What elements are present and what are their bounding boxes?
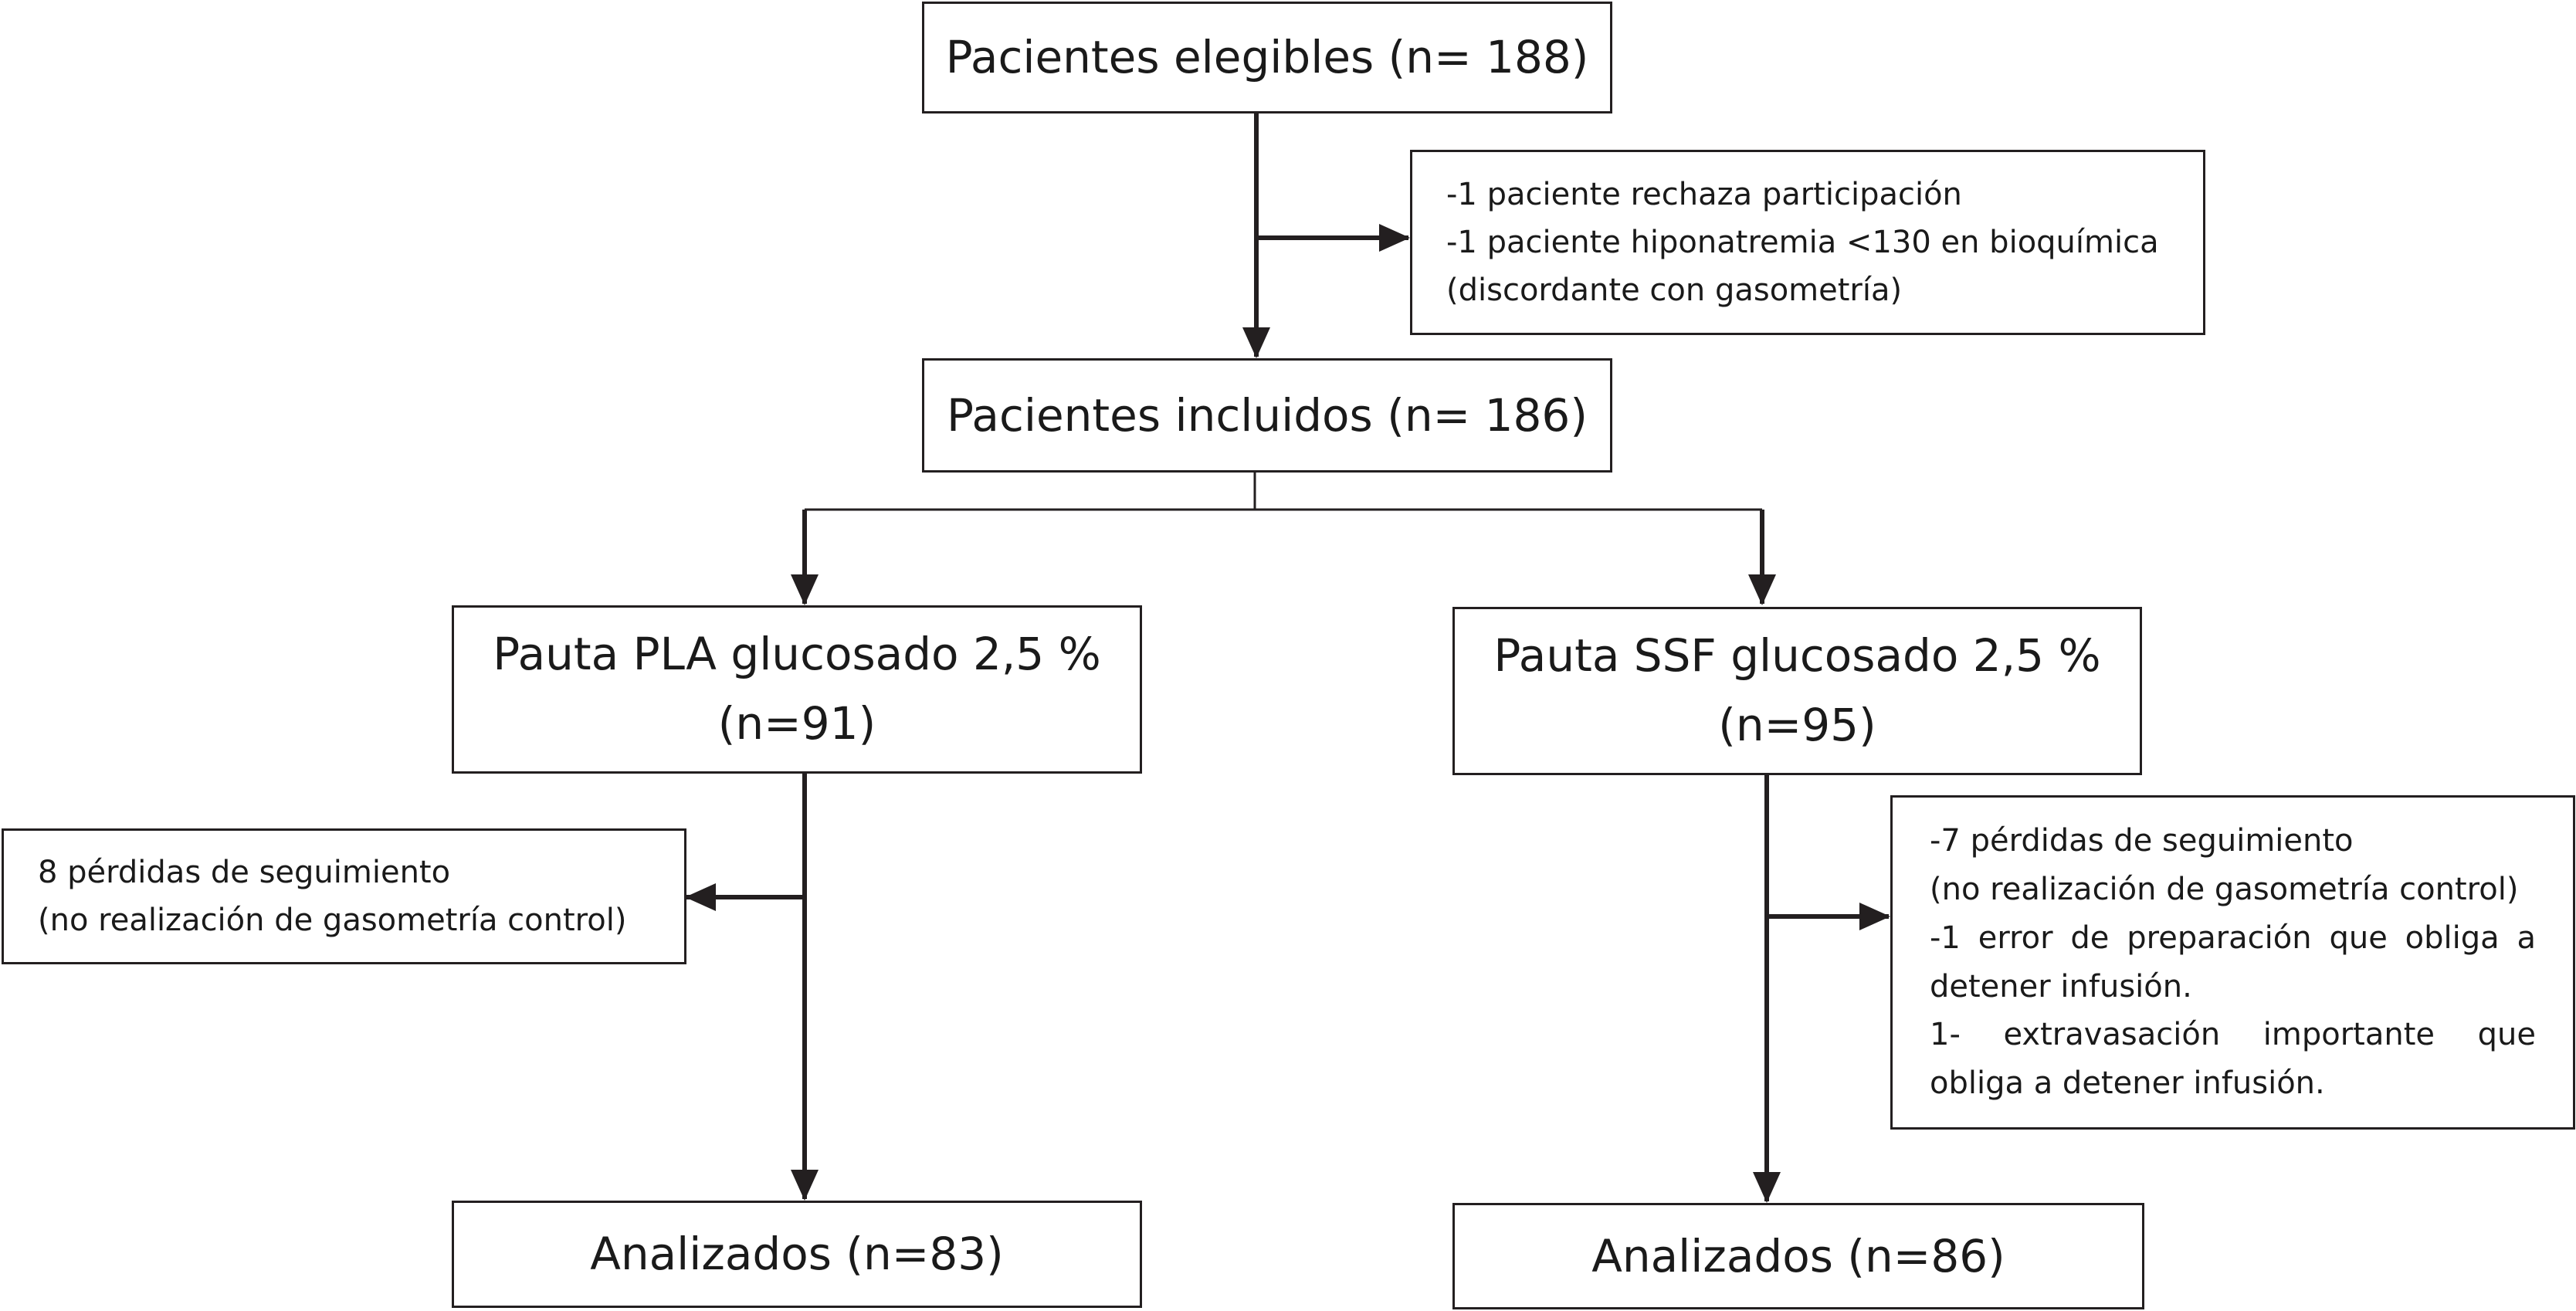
arm-ssf-line-2: (n=95) [1718, 699, 1876, 751]
included-box: Pacientes incluidos (n= 186) [922, 358, 1612, 473]
analyzed-ssf-label: Analizados (n=86) [1591, 1229, 2005, 1282]
arm-ssf-box: Pauta SSF glucosado 2,5 % (n=95) [1452, 607, 2142, 775]
eligible-label: Pacientes elegibles (n= 188) [945, 31, 1589, 83]
analyzed-ssf-box: Analizados (n=86) [1452, 1203, 2144, 1309]
exclusion-line-1: -1 paciente rechaza participación [1446, 177, 1962, 212]
loss-ssf-line-2: (no realización de gasometría control) [1930, 871, 2519, 907]
arm-pla-box: Pauta PLA glucosado 2,5 % (n=91) [452, 605, 1142, 774]
loss-ssf-line-4: detener infusión. [1930, 968, 2192, 1004]
loss-pla-box: 8 pérdidas de seguimiento (no realizació… [2, 828, 686, 964]
analyzed-pla-box: Analizados (n=83) [452, 1201, 1142, 1308]
arm-pla-line-1: Pauta PLA glucosado 2,5 % [493, 628, 1101, 681]
loss-ssf-line-3: -1 error de preparación que obliga a [1930, 920, 2536, 956]
exclusion-line-3: (discordante con gasometría) [1446, 273, 1903, 308]
loss-ssf-box: -7 pérdidas de seguimiento (no realizaci… [1890, 795, 2575, 1130]
analyzed-pla-label: Analizados (n=83) [590, 1228, 1004, 1280]
loss-pla-line-1: 8 pérdidas de seguimiento [38, 855, 451, 890]
arm-ssf-line-1: Pauta SSF glucosado 2,5 % [1493, 629, 2101, 683]
eligible-box: Pacientes elegibles (n= 188) [922, 2, 1612, 113]
loss-pla-line-2: (no realización de gasometría control) [38, 903, 627, 938]
arm-pla-line-2: (n=91) [717, 697, 876, 750]
exclusion-box: -1 paciente rechaza participación -1 pac… [1410, 150, 2205, 335]
exclusion-line-2: -1 paciente hiponatremia <130 en bioquím… [1446, 225, 2159, 260]
loss-ssf-line-1: -7 pérdidas de seguimiento [1930, 823, 2354, 859]
included-label: Pacientes incluidos (n= 186) [947, 388, 1588, 442]
loss-ssf-line-6: obliga a detener infusión. [1930, 1065, 2325, 1102]
loss-ssf-line-5: 1- extravasación importante que [1930, 1017, 2536, 1053]
